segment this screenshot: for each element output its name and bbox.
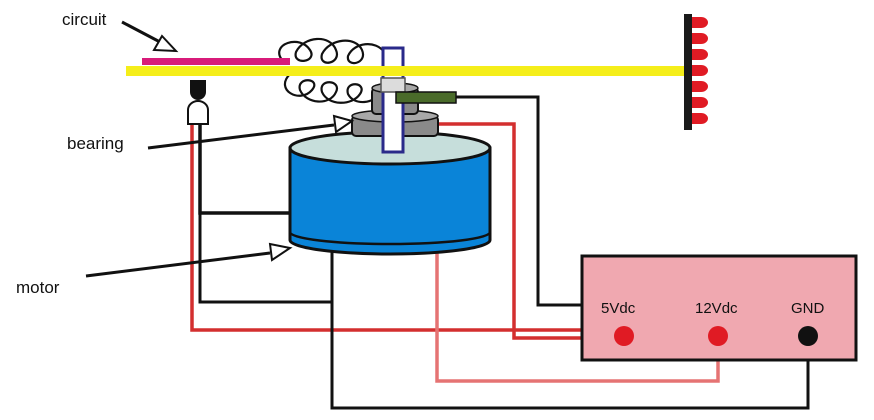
led [692, 97, 708, 108]
arrow-motor-head [268, 242, 293, 262]
terminal-12vdc [708, 326, 728, 346]
arrow-bearing-head [332, 114, 355, 134]
wire-motor-pink [435, 252, 720, 383]
ir-led-white [187, 100, 209, 125]
led [692, 113, 708, 124]
led [692, 49, 708, 60]
wire-led-ground [198, 213, 332, 304]
motor-base-line [288, 231, 492, 246]
wire-motor-to-12vdc [438, 122, 582, 340]
power-supply: 5Vdc 12Vdc GND [580, 254, 858, 362]
arrow-bearing-line [147, 123, 335, 150]
terminal-gnd [798, 326, 818, 346]
led [692, 81, 708, 92]
arrow-circuit-head [152, 34, 179, 53]
motor-body [288, 146, 492, 256]
led [692, 65, 708, 76]
circuit-strip [142, 58, 290, 65]
terminal-label-12vdc: 12Vdc [695, 300, 738, 317]
wire-motor-to-gnd [330, 248, 810, 410]
led [692, 17, 708, 28]
terminal-label-gnd: GND [791, 300, 825, 317]
hall-sensor [395, 91, 457, 104]
ir-led-dark [190, 80, 206, 100]
arrow-circuit-line [121, 20, 161, 44]
terminal-label-5vdc: 5Vdc [601, 300, 636, 317]
coil-spring [278, 37, 385, 104]
shaft-collar [380, 77, 406, 93]
label-motor: motor [16, 278, 60, 297]
rotating-arm [126, 66, 690, 76]
led-bar [684, 14, 692, 130]
terminal-5vdc [614, 326, 634, 346]
arrow-motor-line [85, 251, 271, 278]
wire-led-red [190, 122, 582, 332]
led [692, 33, 708, 44]
label-bearing: bearing [67, 134, 124, 153]
ir-led [187, 80, 209, 125]
led-array [684, 14, 708, 130]
label-circuit: circuit [62, 10, 107, 29]
wire-sensor-to-5vdc [455, 95, 582, 307]
